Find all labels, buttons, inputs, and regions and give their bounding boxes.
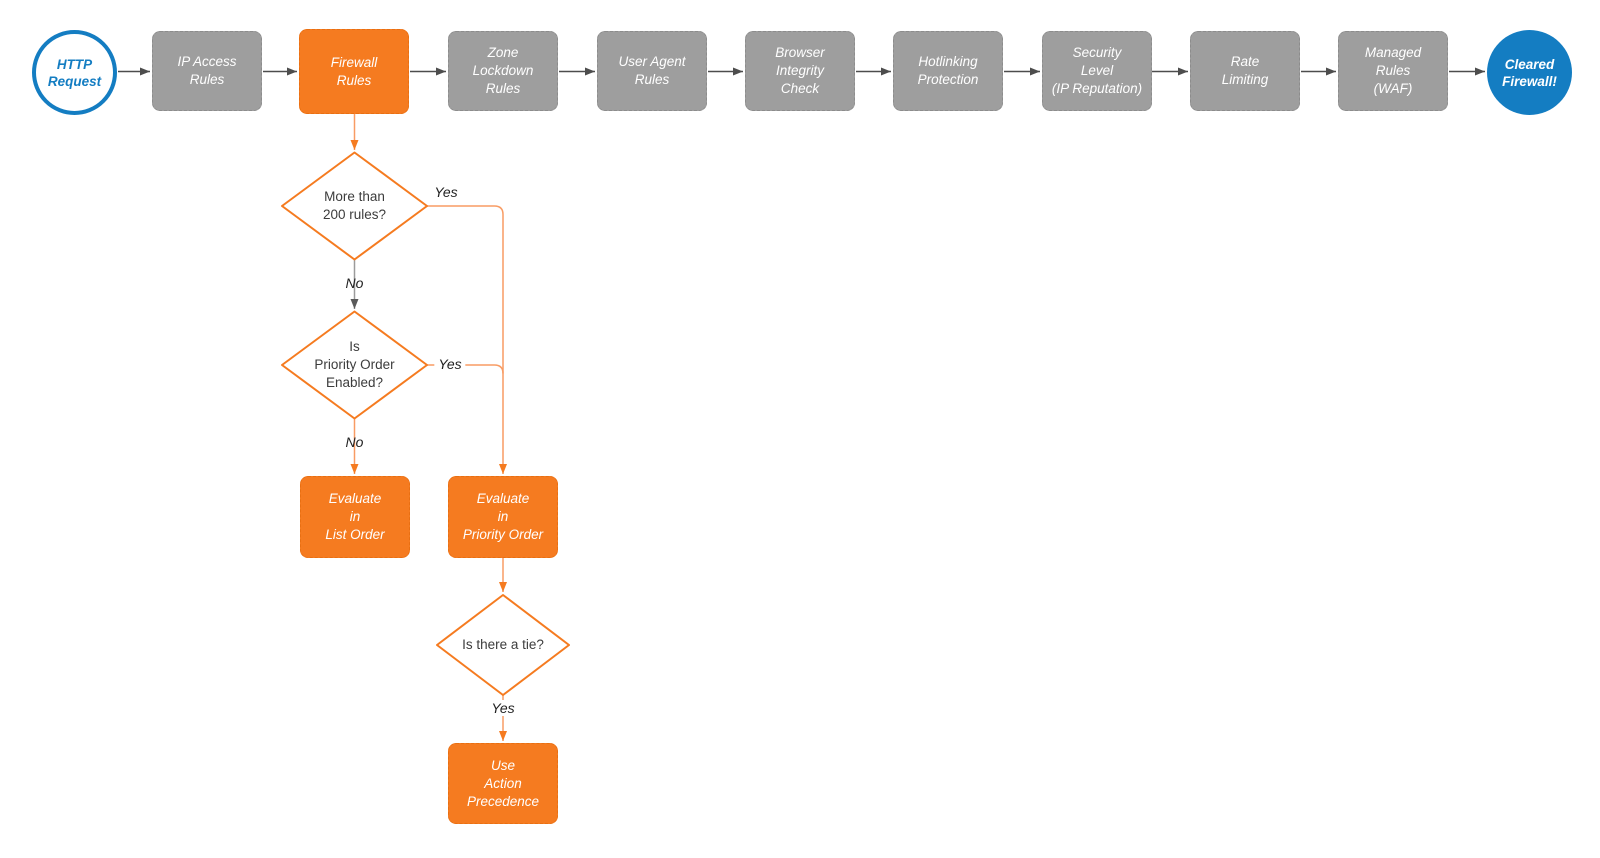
edge-label-decision3-yes: Yes: [487, 700, 519, 716]
decision-more-than-200-rules-label: More than 200 rules?: [322, 189, 387, 222]
stage-label: Zone Lockdown Rules: [472, 45, 534, 96]
edge-label-decision2-no: No: [345, 434, 364, 450]
cleared-firewall-label: Cleared Firewall!: [1502, 56, 1557, 89]
stage-ip-access-rules: IP Access Rules: [152, 31, 262, 111]
decision-priority-order-enabled-label: Is Priority Order Enabled?: [314, 339, 395, 390]
process-label: Evaluate in Priority Order: [462, 491, 544, 542]
edge-label-decision2-yes: Yes: [434, 356, 466, 372]
process-evaluate-list-order: Evaluate in List Order: [300, 476, 410, 558]
edge-label-decision1-no: No: [345, 275, 364, 291]
stage-managed-rules-waf: Managed Rules (WAF): [1338, 31, 1448, 111]
http-request-node: HTTP Request: [32, 30, 117, 115]
stage-hotlinking-protection: Hotlinking Protection: [893, 31, 1003, 111]
stage-label: Hotlinking Protection: [917, 54, 979, 87]
stage-user-agent-rules: User Agent Rules: [597, 31, 707, 111]
cleared-firewall-node: Cleared Firewall!: [1487, 30, 1572, 115]
process-use-action-precedence: Use Action Precedence: [448, 743, 558, 824]
process-label: Evaluate in List Order: [325, 491, 385, 542]
stage-browser-integrity-check: Browser Integrity Check: [745, 31, 855, 111]
decision-priority-order-enabled-shape: [281, 310, 428, 420]
process-label: Use Action Precedence: [466, 757, 540, 809]
edge-decision2-yes-join: [427, 364, 504, 374]
stage-label: Managed Rules (WAF): [1364, 45, 1422, 96]
stage-label: IP Access Rules: [177, 54, 237, 87]
process-evaluate-priority-order: Evaluate in Priority Order: [448, 476, 558, 558]
stage-label: Security Level (IP Reputation): [1051, 45, 1143, 96]
stage-zone-lockdown-rules: Zone Lockdown Rules: [448, 31, 558, 111]
stage-label: Browser Integrity Check: [775, 45, 825, 96]
http-request-label: HTTP Request: [47, 56, 102, 89]
decision-more-than-200-rules-shape: [281, 151, 428, 261]
stage-security-level-ip-reputation: Security Level (IP Reputation): [1042, 31, 1152, 111]
stage-label: User Agent Rules: [618, 54, 686, 87]
decision-is-there-a-tie-shape: [436, 594, 570, 696]
stage-label: Rate Limiting: [1221, 54, 1269, 87]
edge-label-decision1-yes: Yes: [434, 184, 458, 200]
edge-decision1-yes-to-priority-order: [427, 205, 507, 474]
stage-firewall-rules: Firewall Rules: [299, 29, 409, 114]
stage-label: Firewall Rules: [330, 54, 378, 88]
stage-rate-limiting: Rate Limiting: [1190, 31, 1300, 111]
decision-is-there-a-tie-label: Is there a tie?: [462, 637, 544, 652]
